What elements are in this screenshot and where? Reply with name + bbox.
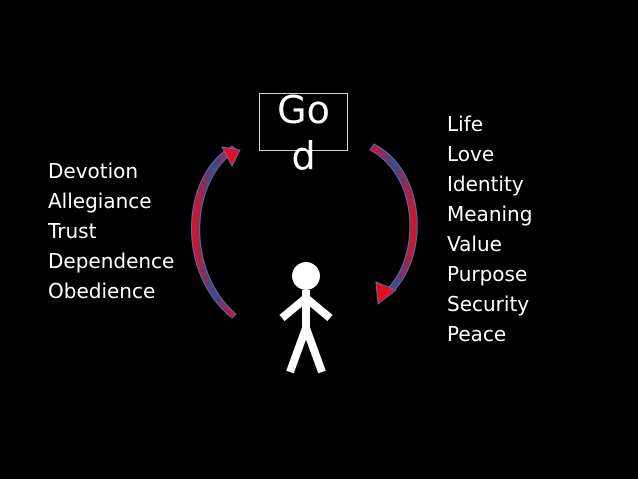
right-list: Life Love Identity Meaning Value Purpose… [447, 109, 532, 349]
left-list: Devotion Allegiance Trust Dependence Obe… [48, 156, 174, 306]
right-list-item: Identity [447, 172, 524, 196]
right-list-item: Value [447, 232, 502, 256]
curved-arrow-down-icon [369, 143, 418, 305]
right-list-item: Meaning [447, 202, 533, 226]
right-list-item: Life [447, 112, 484, 136]
left-list-item: Devotion [48, 159, 139, 183]
left-list-item: Obedience [48, 279, 156, 303]
right-list-item: Security [447, 292, 530, 316]
left-list-item: Trust [48, 219, 97, 243]
stick-figure-icon [279, 262, 333, 374]
right-list-item: Purpose [447, 262, 528, 286]
curved-arrow-up-icon [191, 145, 241, 319]
left-list-item: Allegiance [48, 189, 152, 213]
right-list-item: Peace [447, 322, 507, 346]
god-label: God [277, 88, 330, 178]
left-list-item: Dependence [48, 249, 175, 273]
god-box [259, 93, 348, 151]
right-list-item: Love [447, 142, 495, 166]
